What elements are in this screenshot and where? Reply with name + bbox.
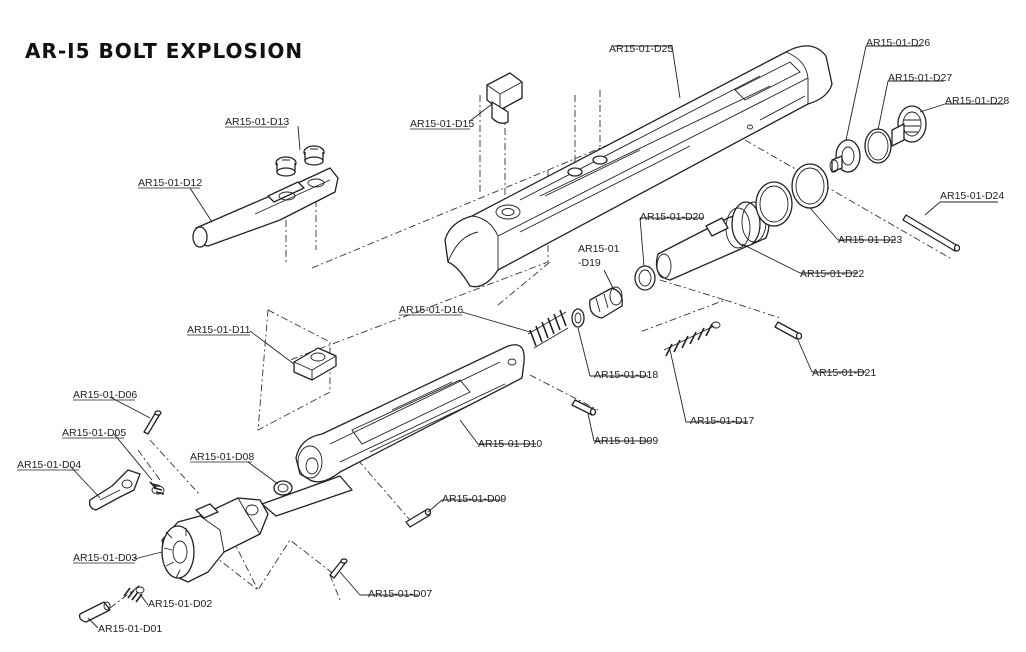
leader-lines	[69, 45, 1004, 629]
gas-key-part	[486, 72, 523, 124]
long-pin-part	[902, 214, 961, 252]
plunger-part	[78, 601, 111, 623]
label-d02: AR15-01-D02	[148, 598, 212, 610]
o-ring-part	[634, 265, 656, 291]
label-d06: AR15-01-D06	[73, 389, 137, 401]
label-d15: AR15-01-D15	[410, 118, 474, 130]
label-d19-line2: -D19	[578, 257, 601, 269]
small-ring-part	[571, 308, 585, 328]
label-d08: AR15-01-D08	[190, 451, 254, 463]
label-d12: AR15-01-D12	[138, 177, 202, 189]
pin-lower-part	[405, 508, 432, 528]
diagram-title: AR-I5 BOLT EXPLOSION	[25, 39, 303, 63]
cap-screw-part	[891, 105, 927, 147]
label-d19-line1: AR15-01	[578, 243, 620, 255]
label-d11: AR15-01-D11	[187, 324, 251, 336]
label-d09-lower: AR15-01-D09	[442, 493, 506, 505]
part-labels: AR15-01-D13 AR15-01-D12 AR15-01-D15 AR15…	[17, 37, 1009, 635]
label-d09-upper: AR15-01-D09	[594, 435, 658, 447]
spring-part	[527, 309, 569, 349]
label-d21: AR15-01-D21	[812, 367, 876, 379]
extractor-part	[88, 469, 141, 511]
label-d16: AR15-01-D16	[399, 304, 463, 316]
label-d27: AR15-01-D27	[888, 72, 952, 84]
extractor-spring-part	[149, 481, 165, 495]
small-pin-part	[774, 321, 803, 340]
label-d23: AR15-01-D23	[838, 234, 902, 246]
pin-upper-part	[571, 399, 597, 416]
label-d10: AR15-01-D10	[478, 438, 542, 450]
bolt-body-part	[261, 344, 525, 517]
label-d28: AR15-01-D28	[945, 95, 1009, 107]
retainer-block-part	[293, 347, 337, 381]
cam-pin-part	[192, 167, 339, 248]
label-d07: AR15-01-D07	[368, 588, 432, 600]
firing-pin-retainer-part	[329, 558, 348, 579]
bolt-head-part	[161, 497, 269, 583]
extractor-pin-part	[143, 410, 162, 435]
long-spring-part	[663, 321, 721, 357]
retaining-ring-part	[864, 128, 892, 164]
end-cap-part	[829, 139, 861, 173]
ring-part	[273, 480, 293, 496]
label-d13: AR15-01-D13	[225, 116, 289, 128]
label-d22: AR15-01-D22	[800, 268, 864, 280]
screws-part	[275, 145, 325, 177]
label-d01: AR15-01-D01	[98, 623, 162, 635]
label-d25: AR15-01-D25	[609, 43, 673, 55]
label-d17: AR15-01-D17	[690, 415, 754, 427]
label-d18: AR15-01-D18	[594, 369, 658, 381]
label-d20: AR15-01-D20	[640, 211, 704, 223]
plunger-spring-part	[123, 586, 145, 603]
bolt-carrier-part	[444, 45, 833, 288]
label-d05: AR15-01-D05	[62, 427, 126, 439]
label-d03: AR15-01-D03	[73, 552, 137, 564]
sleeve-part	[589, 286, 623, 319]
label-d24: AR15-01-D24	[940, 190, 1004, 202]
ring-pair-part	[755, 163, 829, 227]
label-d26: AR15-01-D26	[866, 37, 930, 49]
label-d04: AR15-01-D04	[17, 459, 81, 471]
